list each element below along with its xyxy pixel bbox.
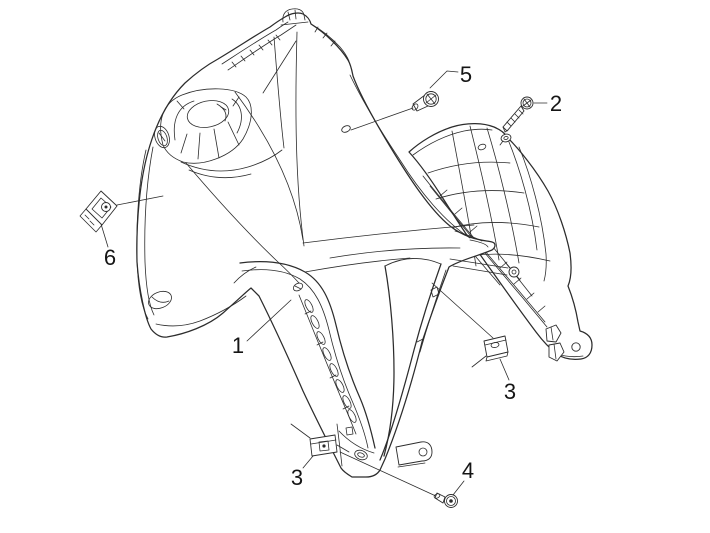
screw-2 bbox=[503, 97, 533, 132]
leader-line-1 bbox=[247, 300, 291, 341]
edge-line bbox=[156, 296, 246, 326]
screw-hole-2 bbox=[500, 133, 512, 145]
leader-line-6-label bbox=[101, 224, 108, 247]
leader-line-3-right-b bbox=[472, 356, 486, 367]
callout-label-2: 2 bbox=[549, 91, 563, 116]
link-strip bbox=[453, 266, 507, 275]
rear-cover-bump bbox=[477, 143, 486, 151]
ridge-line bbox=[305, 258, 410, 272]
crease-line bbox=[274, 37, 284, 148]
crease-line bbox=[235, 92, 303, 240]
leader-lines bbox=[101, 71, 547, 495]
ridge-line bbox=[303, 225, 474, 243]
leader-line-3-left-a bbox=[291, 424, 310, 438]
edge-line bbox=[145, 147, 154, 315]
top-trim-channel bbox=[222, 22, 349, 70]
crease-line bbox=[296, 32, 304, 246]
crease-line bbox=[350, 75, 470, 238]
leader-line-3-right-label bbox=[500, 359, 509, 380]
front-panel bbox=[137, 9, 508, 477]
screw-5 bbox=[341, 92, 439, 134]
screw-4 bbox=[340, 452, 458, 508]
leader-line-3-left-b bbox=[337, 445, 349, 452]
glovebox-recess bbox=[161, 89, 282, 178]
bracket-tab bbox=[396, 442, 432, 467]
leg-edges bbox=[380, 258, 446, 460]
callout-label-3-left: 3 bbox=[290, 465, 304, 490]
leader-line-3-left-label bbox=[303, 456, 313, 468]
edge-line bbox=[470, 240, 488, 247]
front-panel-outline bbox=[137, 13, 495, 477]
edge-line bbox=[234, 267, 256, 283]
callout-label-5: 5 bbox=[459, 62, 473, 87]
leader-line-5 bbox=[430, 71, 458, 88]
vent-grille bbox=[299, 295, 358, 434]
callout-label-4: 4 bbox=[461, 458, 475, 483]
callout-label-3-right: 3 bbox=[503, 379, 517, 404]
ridge-line bbox=[330, 248, 460, 258]
callout-label-6: 6 bbox=[103, 245, 117, 270]
leader-line-3-right-a bbox=[432, 283, 493, 338]
leader-line-4 bbox=[453, 481, 464, 495]
edge-line bbox=[137, 150, 148, 319]
leader-line-6-part bbox=[117, 196, 163, 205]
clip-3-right bbox=[484, 336, 508, 361]
panel-hole-upper bbox=[152, 124, 172, 149]
arch-band bbox=[240, 262, 375, 448]
fastener-6 bbox=[80, 191, 117, 232]
rear-bracket bbox=[546, 325, 583, 361]
edge-line bbox=[455, 231, 482, 241]
clip-3-left bbox=[310, 435, 337, 456]
panel-hole-lower bbox=[146, 288, 174, 312]
crease-line bbox=[263, 41, 296, 93]
rear-cover-boss bbox=[509, 267, 519, 277]
callout-label-1: 1 bbox=[231, 333, 245, 358]
link-strip bbox=[450, 259, 508, 268]
top-tab bbox=[281, 9, 308, 25]
